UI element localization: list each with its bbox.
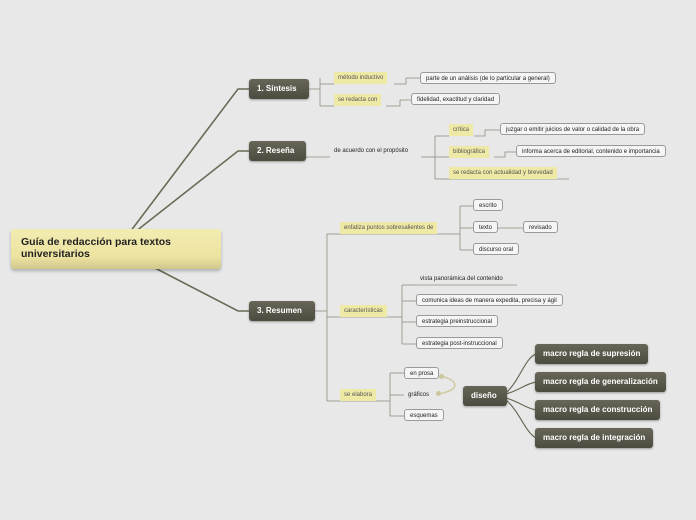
label-bibliografica[interactable]: bibliográfica bbox=[449, 146, 490, 158]
relationship-handle[interactable] bbox=[439, 374, 444, 379]
node-en-prosa[interactable]: en prosa bbox=[404, 367, 440, 379]
label-caracteristicas[interactable]: características bbox=[340, 305, 387, 317]
label-se-elabora[interactable]: se elabora bbox=[340, 389, 377, 401]
topic-resena[interactable]: 2. Reseña bbox=[249, 141, 306, 161]
node-vista-panoramica[interactable]: vista panorámica del contenido bbox=[420, 276, 503, 282]
node-discurso-oral[interactable]: discurso oral bbox=[473, 243, 520, 255]
macro-regla-integracion[interactable]: macro regla de integración bbox=[535, 428, 654, 448]
label-actualidad-brevedad[interactable]: se redacta con actualidad y brevedad bbox=[449, 167, 557, 179]
node-comunica[interactable]: comunica ideas de manera expedita, preci… bbox=[416, 294, 563, 306]
node-informa[interactable]: informa acerca de editorial, contenido e… bbox=[516, 145, 666, 157]
node-fidelidad[interactable]: fidelidad, exactitud y claridad bbox=[411, 93, 501, 105]
node-esquemas[interactable]: esquemas bbox=[404, 409, 444, 421]
node-diseno[interactable]: diseño bbox=[463, 386, 507, 406]
label-critica[interactable]: crítica bbox=[449, 124, 474, 136]
label-metodo-inductivo[interactable]: método inductivo bbox=[334, 72, 388, 84]
relationship-handle[interactable] bbox=[436, 391, 441, 396]
node-juzgar[interactable]: juzgar o emitir juicios de valor o calid… bbox=[500, 123, 646, 135]
node-revisado[interactable]: revisado bbox=[523, 221, 558, 233]
node-preinstruccional[interactable]: estrategia preinstruccional bbox=[416, 315, 499, 327]
label-se-redacta-con[interactable]: se redacta con bbox=[334, 94, 382, 106]
macro-regla-supresion[interactable]: macro regla de supresión bbox=[535, 344, 649, 364]
node-analisis[interactable]: parte de un análisis (de lo particular a… bbox=[420, 72, 556, 84]
macro-regla-generalizacion[interactable]: macro regla de generalización bbox=[535, 372, 666, 392]
node-postinstruccional[interactable]: estrategia post-instruccional bbox=[416, 337, 503, 349]
node-graficos[interactable]: gráficos bbox=[408, 392, 430, 398]
macro-regla-construccion[interactable]: macro regla de construcción bbox=[535, 400, 661, 420]
node-escrito[interactable]: escrito bbox=[473, 199, 503, 211]
root-topic[interactable]: Guía de redacción para textos universita… bbox=[11, 229, 221, 269]
topic-resumen[interactable]: 3. Resumen bbox=[249, 301, 315, 321]
topic-sintesis[interactable]: 1. Síntesis bbox=[249, 79, 309, 99]
label-proposito[interactable]: de acuerdo con el propósito bbox=[334, 148, 409, 154]
label-enfatiza[interactable]: enfatiza puntos sobresalientes de bbox=[340, 222, 438, 234]
node-texto[interactable]: texto bbox=[473, 221, 499, 233]
